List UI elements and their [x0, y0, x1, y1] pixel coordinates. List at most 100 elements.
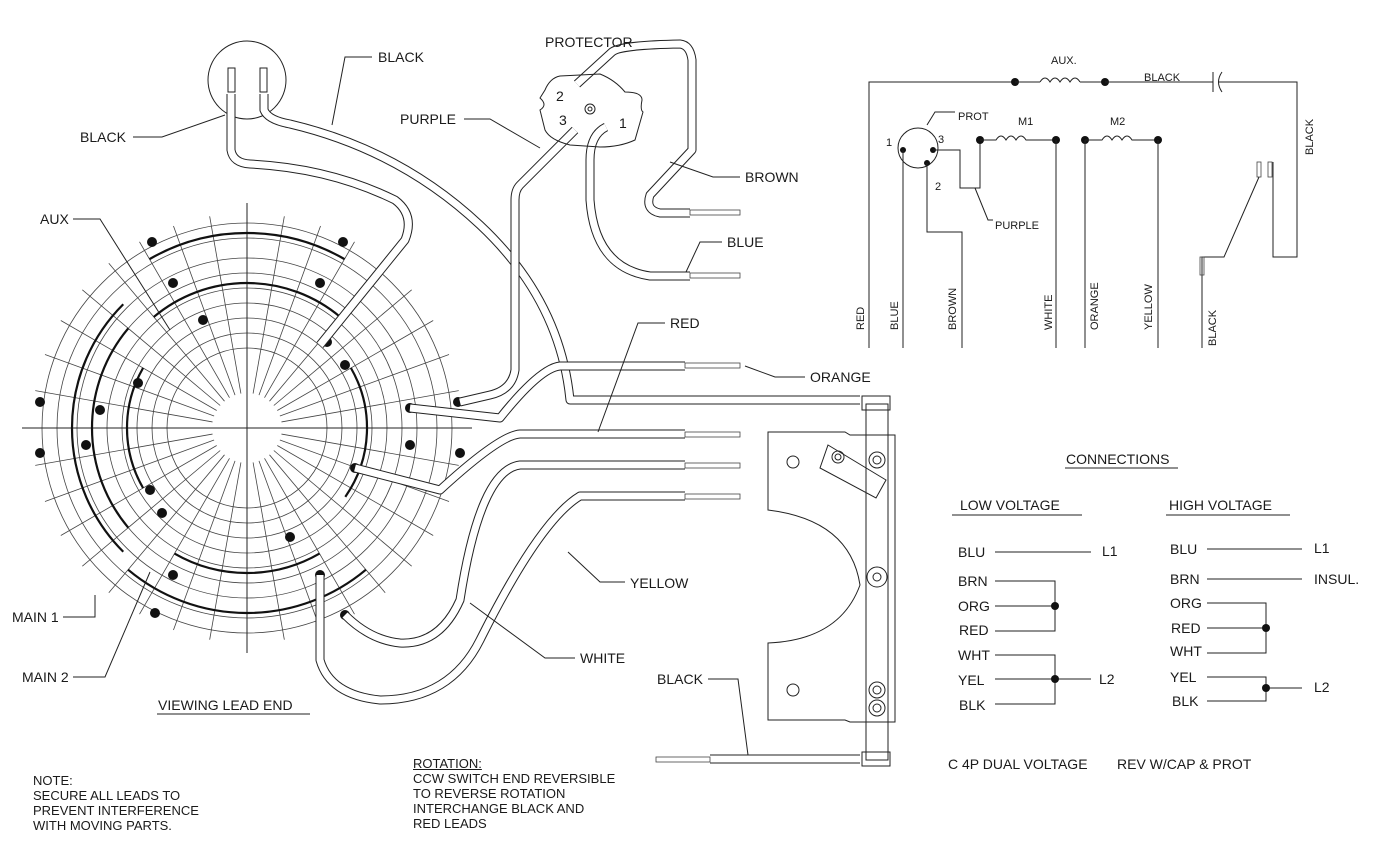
label-black-switch: BLACK — [657, 671, 704, 687]
coil-terminal-dot — [285, 532, 295, 542]
hv-row: ORG — [1170, 595, 1202, 611]
protector-symbol — [897, 127, 939, 169]
hv-row: RED — [1171, 620, 1201, 636]
lv-row: ORG — [958, 598, 990, 614]
note-line: SECURE ALL LEADS TO — [33, 788, 181, 803]
schematic-lead-label: BLACK — [1207, 309, 1219, 346]
schematic — [868, 71, 1298, 348]
stator-slot-line — [277, 445, 434, 536]
label-orange: ORANGE — [810, 369, 871, 385]
note-block: NOTE: SECURE ALL LEADS TO PREVENT INTERF… — [33, 773, 199, 833]
connections-title: CONNECTIONS — [1066, 451, 1169, 467]
stator-slot-line — [82, 289, 221, 406]
schematic-lead-label: BLUE — [889, 301, 901, 330]
schematic-prot-terminal-2: 2 — [935, 181, 941, 193]
coil-terminal-dot — [315, 278, 325, 288]
schematic-prot-label: PROT — [958, 111, 989, 123]
schematic-prot-terminal-1: 1 — [886, 137, 892, 149]
stator-slot-line — [44, 439, 215, 502]
lv-row: BLU — [958, 544, 985, 560]
stator-slot-line — [258, 225, 321, 396]
label-purple: PURPLE — [400, 111, 456, 127]
rotation-title: ROTATION: — [413, 756, 482, 771]
lv-row: YEL — [958, 672, 985, 688]
coil-terminal-dot — [35, 397, 45, 407]
schematic-lead-label: ORANGE — [1089, 282, 1101, 330]
coil-terminal-dot — [147, 237, 157, 247]
rotation-line: CCW SWITCH END REVERSIBLE — [413, 771, 616, 786]
label-blue: BLUE — [727, 234, 764, 250]
stator-slot-line — [264, 458, 355, 615]
schematic-aux-label: AUX. — [1051, 55, 1077, 67]
aux-coil-icon — [1039, 77, 1081, 83]
label-aux: AUX — [40, 211, 69, 227]
lv-row: BLK — [959, 697, 986, 713]
schematic-lead-label: BROWN — [947, 288, 959, 330]
lv-row: WHT — [958, 647, 990, 663]
label-main2: MAIN 2 — [22, 669, 69, 685]
label-black-left: BLACK — [80, 129, 127, 145]
rotation-line: INTERCHANGE BLACK AND — [413, 801, 585, 816]
rotation-block: ROTATION: CCW SWITCH END REVERSIBLE TO R… — [413, 756, 615, 831]
rotation-line: RED LEADS — [413, 816, 487, 831]
stator-slot-line — [281, 390, 459, 423]
centrifugal-switch — [767, 395, 896, 767]
m1-coil-icon — [980, 135, 1056, 141]
hv-l1: L1 — [1314, 540, 1330, 556]
label-red: RED — [670, 315, 700, 331]
schematic-purple-label: PURPLE — [995, 220, 1039, 232]
schematic-lead-label: RED — [855, 307, 867, 330]
coil-terminal-dot — [145, 485, 155, 495]
high-voltage-title: HIGH VOLTAGE — [1169, 497, 1272, 513]
coil-terminal-dot — [168, 570, 178, 580]
coil-terminal-dot — [455, 448, 465, 458]
stator-slot-line — [279, 354, 450, 417]
stator-slot-line — [60, 445, 217, 536]
low-voltage-title: LOW VOLTAGE — [960, 497, 1060, 513]
stator-slot-line — [35, 390, 213, 423]
lv-row: RED — [959, 622, 989, 638]
hv-row: YEL — [1170, 669, 1197, 685]
stator-slot-line — [139, 241, 230, 398]
coil-terminal-dot — [338, 237, 348, 247]
rotation-line: TO REVERSE ROTATION — [413, 786, 566, 801]
schematic-black-top: BLACK — [1144, 72, 1181, 84]
label-protector: PROTECTOR — [545, 34, 633, 50]
schematic-m1-label: M1 — [1018, 116, 1033, 128]
label-viewing-lead-end: VIEWING LEAD END — [158, 697, 293, 713]
schematic-prot-terminal-3: 3 — [938, 134, 944, 146]
hv-row: BLK — [1172, 693, 1199, 709]
stator-slot-line — [173, 460, 236, 631]
hv-row: BRN — [1170, 571, 1200, 587]
protector-body: 2 3 1 — [539, 73, 644, 148]
stator-slot-line — [277, 320, 434, 411]
coil-terminal-dot — [157, 508, 167, 518]
winding-coil — [148, 231, 346, 261]
schematic-lead-label: YELLOW — [1143, 284, 1155, 330]
label-main1: MAIN 1 — [12, 609, 59, 625]
stator-slot-line — [273, 450, 412, 567]
stator-slot-line — [108, 263, 225, 402]
stator-slot-line — [82, 450, 221, 567]
lv-row: BRN — [958, 573, 988, 589]
capacitor-terminal-block — [207, 40, 287, 120]
coil-terminal-dot — [340, 360, 350, 370]
stator-slot-line — [258, 460, 321, 631]
schematic-m2-label: M2 — [1110, 116, 1125, 128]
stator-slot-line — [209, 216, 242, 394]
winding-coil — [127, 568, 367, 615]
schematic-black-right: BLACK — [1304, 118, 1316, 155]
coil-terminal-dot — [35, 448, 45, 458]
label-black-top: BLACK — [378, 49, 425, 65]
note-title: NOTE: — [33, 773, 73, 788]
winding-coil — [153, 281, 341, 318]
coil-terminal-dot — [198, 315, 208, 325]
lv-l1: L1 — [1102, 543, 1118, 559]
lead-wires — [226, 39, 860, 764]
stator-slot-line — [139, 458, 230, 615]
protector-terminal-2: 2 — [556, 88, 564, 104]
stator-slot-line — [281, 433, 459, 466]
footer-model: C 4P DUAL VOLTAGE — [948, 756, 1088, 772]
hv-row: BLU — [1170, 541, 1197, 557]
